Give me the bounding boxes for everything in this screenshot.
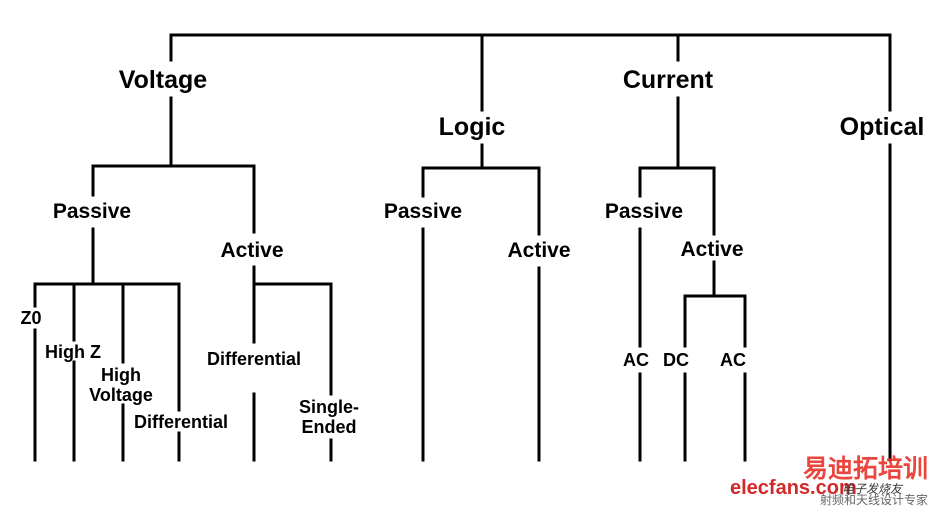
leaf-single-ended-line1: Single- (299, 397, 359, 417)
leaf-active-differential: Differential (207, 349, 301, 369)
tree-connectors (33, 33, 892, 462)
category-optical: Optical (840, 113, 925, 141)
watermark-site: elecfans.com (730, 477, 857, 499)
voltage-active-label: Active (220, 239, 283, 262)
category-voltage: Voltage (119, 66, 208, 94)
leaf-single-ended-line2: Ended (301, 417, 356, 437)
category-current: Current (623, 66, 714, 94)
leaf-high-voltage-line2: Voltage (89, 385, 153, 405)
watermark-tagline: 电子发烧友 (842, 482, 904, 496)
watermark-subtitle: 射频和天线设计专家 (820, 492, 928, 507)
current-active-label: Active (680, 238, 743, 261)
watermark: 易迪拓培训 elecfans.com 电子发烧友 射频和天线设计专家 (730, 454, 928, 507)
leaf-high-z: High Z (45, 342, 101, 362)
logic-passive-label: Passive (384, 200, 462, 223)
leaf-current-passive-ac: AC (623, 350, 649, 370)
leaf-high-voltage-line1: High (101, 365, 141, 385)
leaf-passive-differential: Differential (134, 412, 228, 432)
leaf-z0: Z0 (20, 308, 41, 328)
category-logic: Logic (439, 113, 506, 141)
voltage-passive-label: Passive (53, 200, 131, 223)
watermark-brand: 易迪拓培训 (803, 454, 928, 483)
logic-active-label: Active (507, 239, 570, 262)
leaf-current-active-dc: DC (663, 350, 689, 370)
leaf-current-active-ac: AC (720, 350, 746, 370)
current-passive-label: Passive (605, 200, 683, 223)
